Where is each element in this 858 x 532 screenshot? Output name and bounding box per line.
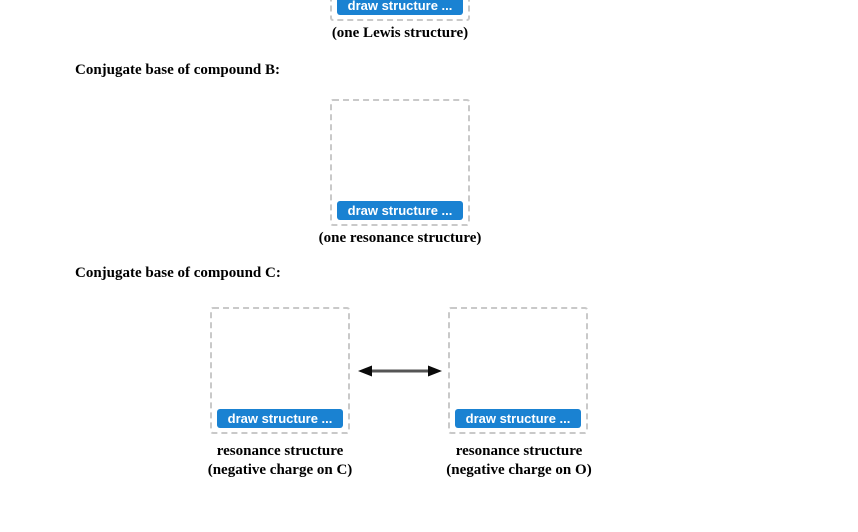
caption-c-right-line2: (negative charge on O) <box>446 462 592 478</box>
sketch-box-c-left: draw structure ... <box>210 307 350 434</box>
caption-lewis-structure: (one Lewis structure) <box>331 25 469 41</box>
caption-c-left-line1: resonance structure <box>216 443 344 459</box>
caption-c-right: resonance structure (negative charge on … <box>419 442 619 480</box>
draw-structure-button-c-right[interactable]: draw structure ... <box>455 409 581 428</box>
sketch-box-lewis: draw structure ... <box>330 0 470 21</box>
draw-structure-button-c-left[interactable]: draw structure ... <box>217 409 343 428</box>
caption-c-left-line2: (negative charge on C) <box>207 462 353 478</box>
sketch-box-c-right: draw structure ... <box>448 307 588 434</box>
resonance-double-arrow-icon <box>358 362 442 380</box>
draw-structure-button-lewis[interactable]: draw structure ... <box>337 0 463 15</box>
caption-c-right-line1: resonance structure <box>455 443 583 459</box>
heading-compound-c: Conjugate base of compound C: <box>75 265 281 281</box>
heading-compound-b: Conjugate base of compound B: <box>75 62 281 78</box>
sketch-box-compound-b: draw structure ... <box>330 99 470 226</box>
draw-structure-button-b[interactable]: draw structure ... <box>337 201 463 220</box>
caption-c-left: resonance structure (negative charge on … <box>180 442 380 480</box>
caption-compound-b: (one resonance structure) <box>318 230 482 246</box>
